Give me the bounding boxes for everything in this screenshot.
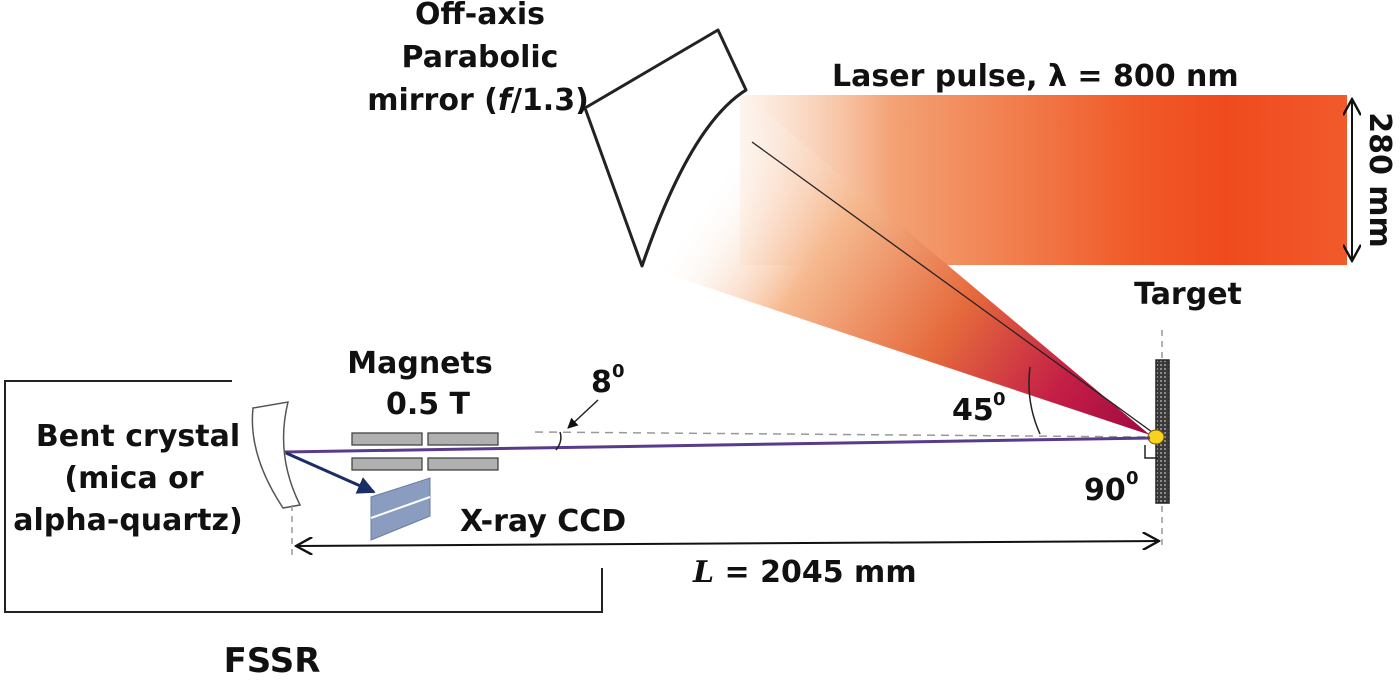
laser-label: Laser pulse, λ = 800 nm xyxy=(832,59,1239,94)
fssr-label: FSSR xyxy=(224,641,321,677)
reference-dash-line xyxy=(534,431,1151,438)
angle-45-arc xyxy=(1028,366,1041,435)
angle-90-label: 90 xyxy=(1084,473,1126,508)
angle-8-arc xyxy=(555,431,562,451)
crystal-label-line2: (mica or xyxy=(64,461,203,496)
mirror-label-line2: Parabolic xyxy=(402,40,559,75)
angle-8-degree: 0 xyxy=(612,361,625,382)
magnets-label-line2: 0.5 T xyxy=(386,387,471,422)
crystal-label-line3: alpha-quartz) xyxy=(13,503,242,538)
mirror-label-line3: mirror (f/1.3) xyxy=(367,83,589,118)
magnet-upper-right xyxy=(427,432,499,446)
angle-90-mark xyxy=(1144,445,1158,459)
focusing-cone xyxy=(655,95,1150,435)
angle-8-label: 8 xyxy=(591,365,612,400)
ccd-label: X-ray CCD xyxy=(460,504,626,539)
angle-8-pointer xyxy=(567,399,599,429)
xray-line-of-sight xyxy=(284,436,1151,454)
target-label: Target xyxy=(1134,277,1242,312)
beam-size-label: 280 mm xyxy=(1362,112,1397,248)
mirror-label-line1: Off-axis xyxy=(415,0,545,32)
angle-45-degree: 0 xyxy=(993,389,1006,410)
mirror-axis-line xyxy=(751,141,1153,433)
magnet-upper-left xyxy=(351,432,423,446)
mirror-surface xyxy=(640,88,747,267)
distance-label: L = 2045 mm xyxy=(692,555,917,590)
angle-90-degree: 0 xyxy=(1126,468,1139,489)
magnet-lower-left xyxy=(351,457,423,471)
fssr-bracket xyxy=(4,380,603,613)
magnet-lower-right xyxy=(427,457,499,471)
magnets-label-line1: Magnets xyxy=(347,346,492,381)
angle-45-label: 45 xyxy=(952,393,994,428)
crystal-label-line1: Bent crystal xyxy=(36,419,240,454)
xray-ccd xyxy=(370,477,431,541)
bent-crystal xyxy=(251,401,302,509)
distance-arrow xyxy=(296,541,1159,546)
diffracted-ray xyxy=(285,451,376,494)
plasma-spot xyxy=(1147,429,1165,445)
ccd-split-line xyxy=(370,496,431,519)
